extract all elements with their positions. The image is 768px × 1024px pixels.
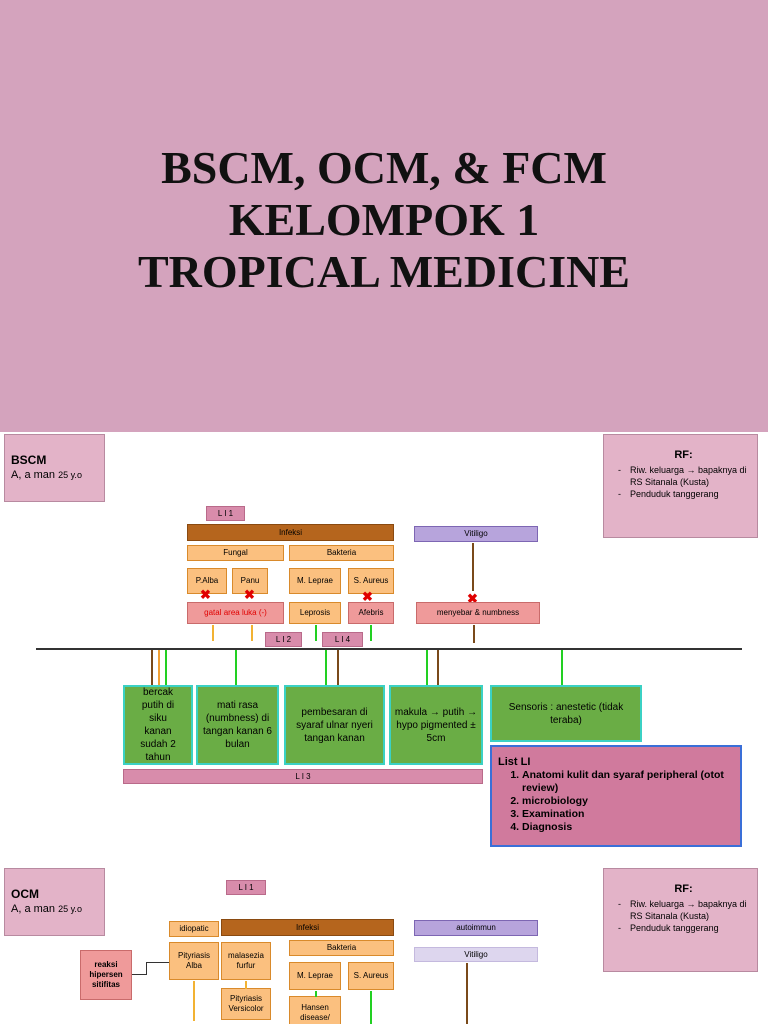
connector (132, 974, 146, 975)
list-li-item: Examination (522, 808, 734, 821)
list-li-items: Anatomi kulit dan syaraf peripheral (oto… (498, 769, 734, 834)
rf-item: Riw. keluarga → bapaknya di RS Sitanala … (614, 898, 753, 922)
connector (473, 625, 475, 643)
connector (193, 981, 195, 1021)
connector (146, 962, 169, 963)
connector (212, 625, 214, 641)
connector (426, 650, 428, 686)
rf-item: Riw. keluarga → bapaknya di RS Sitanala … (614, 464, 753, 488)
bscm-rf-title: RF: (674, 449, 693, 461)
connector (315, 625, 317, 641)
connector (151, 650, 153, 686)
bscm-age: 25 y.o (58, 470, 82, 480)
bscm-slide: BSCM A, a man 25 y.o RF: Riw. keluarga →… (0, 432, 768, 847)
reaksi-box: reaksi hipersen sitifitas (80, 950, 132, 1000)
connector (165, 650, 167, 686)
bakteria-box: Bakteria (289, 545, 394, 561)
connector (472, 543, 474, 591)
cross-icon: ✖ (244, 587, 255, 602)
li1-tag: L I 1 (206, 506, 245, 521)
connector (437, 650, 439, 686)
connector (315, 991, 317, 997)
li3-bar: L I 3 (123, 769, 483, 784)
title-line-1: BSCM, OCM, & FCM (161, 142, 607, 193)
pityriasis-versicolor-box: Pityriasis Versicolor (221, 988, 271, 1020)
ocm-slide: OCM A, a man 25 y.o RF: Riw. keluarga → … (0, 864, 768, 1024)
bscm-title: BSCM (11, 453, 47, 467)
panu-box: Panu (232, 568, 268, 594)
afebris-box: Afebris (348, 602, 394, 624)
hansen-box: Hansen disease/ (289, 996, 341, 1024)
list-li-item: microbiology (522, 795, 734, 808)
bscm-header-card: BSCM A, a man 25 y.o (4, 434, 105, 502)
fungal-box: Fungal (187, 545, 284, 561)
ocm-m-leprae-box: M. Leprae (289, 962, 341, 990)
finding-box: makula → putih → hypo pigmented ± 5cm (389, 685, 483, 765)
li4-tag: L I 4 (322, 632, 363, 647)
idiopatic-box: idiopatic (169, 921, 219, 937)
infeksi-box: Infeksi (187, 524, 394, 541)
connector (325, 650, 327, 686)
list-li-item: Anatomi kulit dan syaraf peripheral (oto… (522, 769, 734, 795)
gatal-box: gatal area luka (-) (187, 602, 284, 624)
connector (466, 963, 468, 1024)
bscm-rf-card: RF: Riw. keluarga → bapaknya di RS Sitan… (603, 434, 758, 538)
ocm-header-card: OCM A, a man 25 y.o (4, 868, 105, 936)
finding-box: mati rasa (numbness) di tangan kanan 6 b… (196, 685, 279, 765)
connector (370, 625, 372, 641)
ocm-infeksi-box: Infeksi (221, 919, 394, 936)
ocm-subtitle-row: A, a man 25 y.o (11, 903, 104, 915)
bscm-rf-list: Riw. keluarga → bapaknya di RS Sitanala … (614, 464, 753, 500)
finding-box: Sensoris : anestetic (tidak teraba) (490, 685, 642, 742)
ocm-subtitle: A, a man (11, 903, 56, 915)
ocm-li1-tag: L I 1 (226, 880, 266, 895)
connector (561, 650, 563, 686)
rf-item: Penduduk tanggerang (614, 488, 753, 500)
menyebar-box: menyebar & numbness (416, 602, 540, 624)
connector (370, 991, 372, 1024)
rf-item: Penduduk tanggerang (614, 922, 753, 934)
autoimmun-box: autoimmun (414, 920, 538, 936)
leprosis-box: Leprosis (289, 602, 341, 624)
m-leprae-box: M. Leprae (289, 568, 341, 594)
ocm-s-aureus-box: S. Aureus (348, 962, 394, 990)
palba-box: P.Alba (187, 568, 227, 594)
ocm-rf-card: RF: Riw. keluarga → bapaknya di RS Sitan… (603, 868, 758, 972)
list-li-title: List LI (498, 756, 531, 768)
title-slide: BSCM, OCM, & FCM KELOMPOK 1 TROPICAL MED… (0, 0, 768, 432)
finding-box: pembesaran di syaraf ulnar nyeri tangan … (284, 685, 385, 765)
pityriasis-alba-box: Pityriasis Alba (169, 942, 219, 980)
connector (158, 650, 160, 686)
vitiligo-box: Vitiligo (414, 526, 538, 542)
ocm-title: OCM (11, 887, 39, 901)
bscm-subtitle: A, a man (11, 469, 56, 481)
connector (146, 962, 147, 975)
finding-box: bercak putih di siku kanan sudah 2 tahun (123, 685, 193, 765)
s-aureus-box: S. Aureus (348, 568, 394, 594)
connector (337, 650, 339, 686)
ocm-rf-title: RF: (674, 883, 693, 895)
ocm-vitiligo-box: Vitiligo (414, 947, 538, 962)
cross-icon: ✖ (362, 589, 373, 604)
connector (251, 625, 253, 641)
cross-icon: ✖ (467, 591, 478, 606)
list-li-card: List LI Anatomi kulit dan syaraf periphe… (490, 745, 742, 847)
ocm-age: 25 y.o (58, 904, 82, 914)
cross-icon: ✖ (200, 587, 211, 602)
connector (235, 650, 237, 686)
ocm-bakteria-box: Bakteria (289, 940, 394, 956)
ocm-rf-list: Riw. keluarga → bapaknya di RS Sitanala … (614, 898, 753, 934)
connector (245, 981, 247, 989)
list-li-item: Diagnosis (522, 821, 734, 834)
bscm-subtitle-row: A, a man 25 y.o (11, 469, 104, 481)
malasezia-box: malasezia furfur (221, 942, 271, 980)
li2-tag: L I 2 (265, 632, 302, 647)
timeline-line (36, 648, 742, 650)
title-line-3: TROPICAL MEDICINE (137, 246, 630, 297)
title-line-2: KELOMPOK 1 (228, 194, 540, 245)
